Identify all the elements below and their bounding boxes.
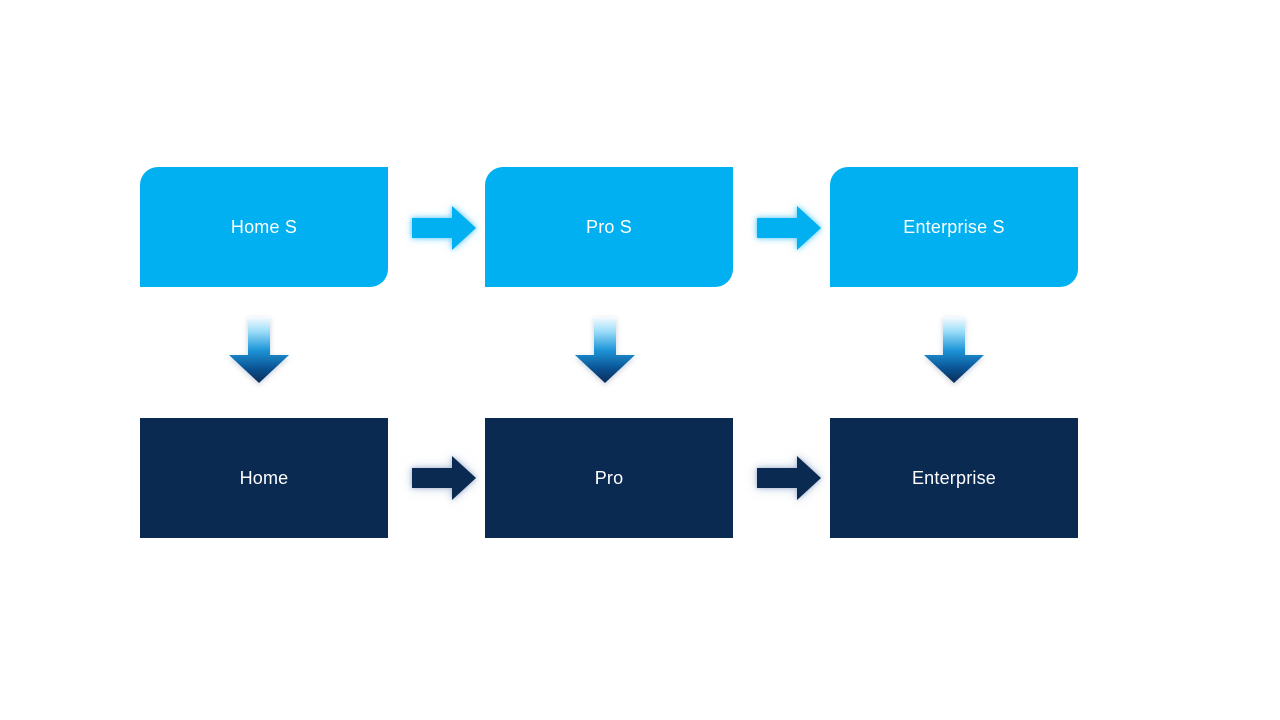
node-label: Pro S [585, 216, 633, 237]
node-home-s: Home S [140, 167, 388, 287]
node-home: Home [140, 418, 388, 538]
node-label: Enterprise S [903, 216, 1005, 237]
right-arrow-icon [412, 206, 476, 250]
down-arrow-icon [575, 317, 635, 383]
node-label: Pro [594, 467, 624, 488]
node-enterprise-s: Enterprise S [830, 167, 1078, 287]
node-label: Home S [230, 216, 298, 237]
node-label: Home [239, 467, 289, 488]
node-enterprise: Enterprise [830, 418, 1078, 538]
node-pro: Pro [485, 418, 733, 538]
right-arrow-icon [757, 456, 821, 500]
down-arrow-icon [229, 317, 289, 383]
right-arrow-icon [757, 206, 821, 250]
node-pro-s: Pro S [485, 167, 733, 287]
node-label: Enterprise [911, 467, 997, 488]
right-arrow-icon [412, 456, 476, 500]
down-arrow-icon [924, 317, 984, 383]
